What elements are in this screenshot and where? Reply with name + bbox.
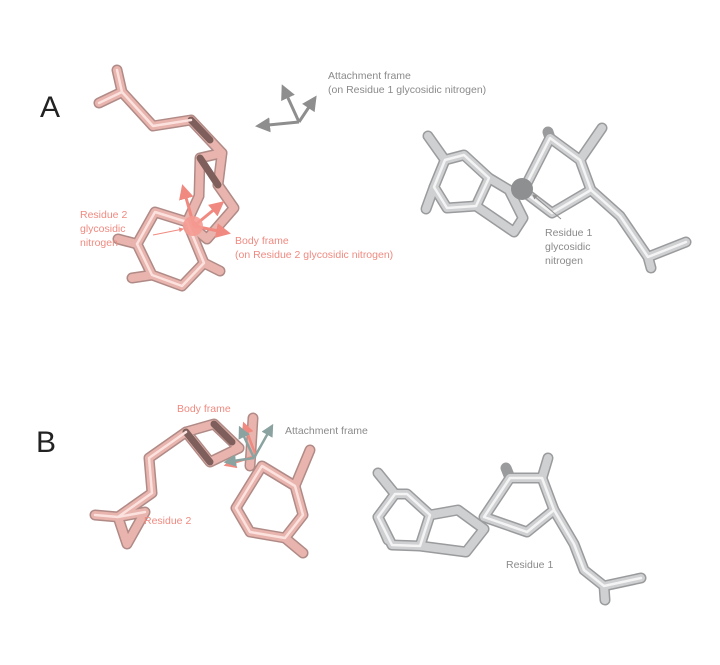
residue2-nitrogen-pointer (152, 227, 184, 236)
attachment-frame-label-line2: (on Residue 1 glycosidic nitrogen) (328, 84, 486, 96)
residue2-nitrogen-atom (183, 216, 203, 236)
panel-a-residue2-molecule (93, 64, 240, 292)
residue1-nitrogen-label-line2: glycosidic (545, 241, 591, 253)
residue1-nitrogen-atom (511, 178, 533, 200)
residue2-nitrogen-label-line1: Residue 2 (80, 209, 127, 221)
panel-b-attachment-frame-label: Attachment frame (285, 425, 368, 437)
panel-a-attachment-frame-axes (255, 84, 317, 133)
body-frame-label-line2: (on Residue 2 glycosidic nitrogen) (235, 249, 393, 261)
panel-a-letter: A (40, 91, 60, 124)
residue1-nitrogen-label-line1: Residue 1 (545, 227, 592, 239)
panel-b: B (36, 403, 647, 606)
panel-b-residue1-molecule (372, 452, 647, 606)
residue1-nitrogen-label-line3: nitrogen (545, 255, 583, 267)
residue2-nitrogen-label-line3: nitrogen (80, 237, 118, 249)
panel-a: A (40, 64, 692, 292)
panel-b-body-frame-label: Body frame (177, 403, 231, 415)
residue1-nitrogen-pointer (532, 194, 562, 220)
attachment-frame-label-line1: Attachment frame (328, 70, 411, 82)
residue2-nitrogen-label-line2: glycosidic (80, 223, 126, 235)
panel-b-residue2-molecule (89, 412, 316, 559)
panel-b-letter: B (36, 426, 56, 459)
body-frame-label-line1: Body frame (235, 235, 289, 247)
panel-a-residue1-molecule (420, 122, 692, 274)
panel-b-residue1-label: Residue 1 (506, 559, 553, 571)
panel-b-attachment-frame-axes (223, 423, 274, 467)
panel-b-residue2-label: Residue 2 (144, 515, 191, 527)
